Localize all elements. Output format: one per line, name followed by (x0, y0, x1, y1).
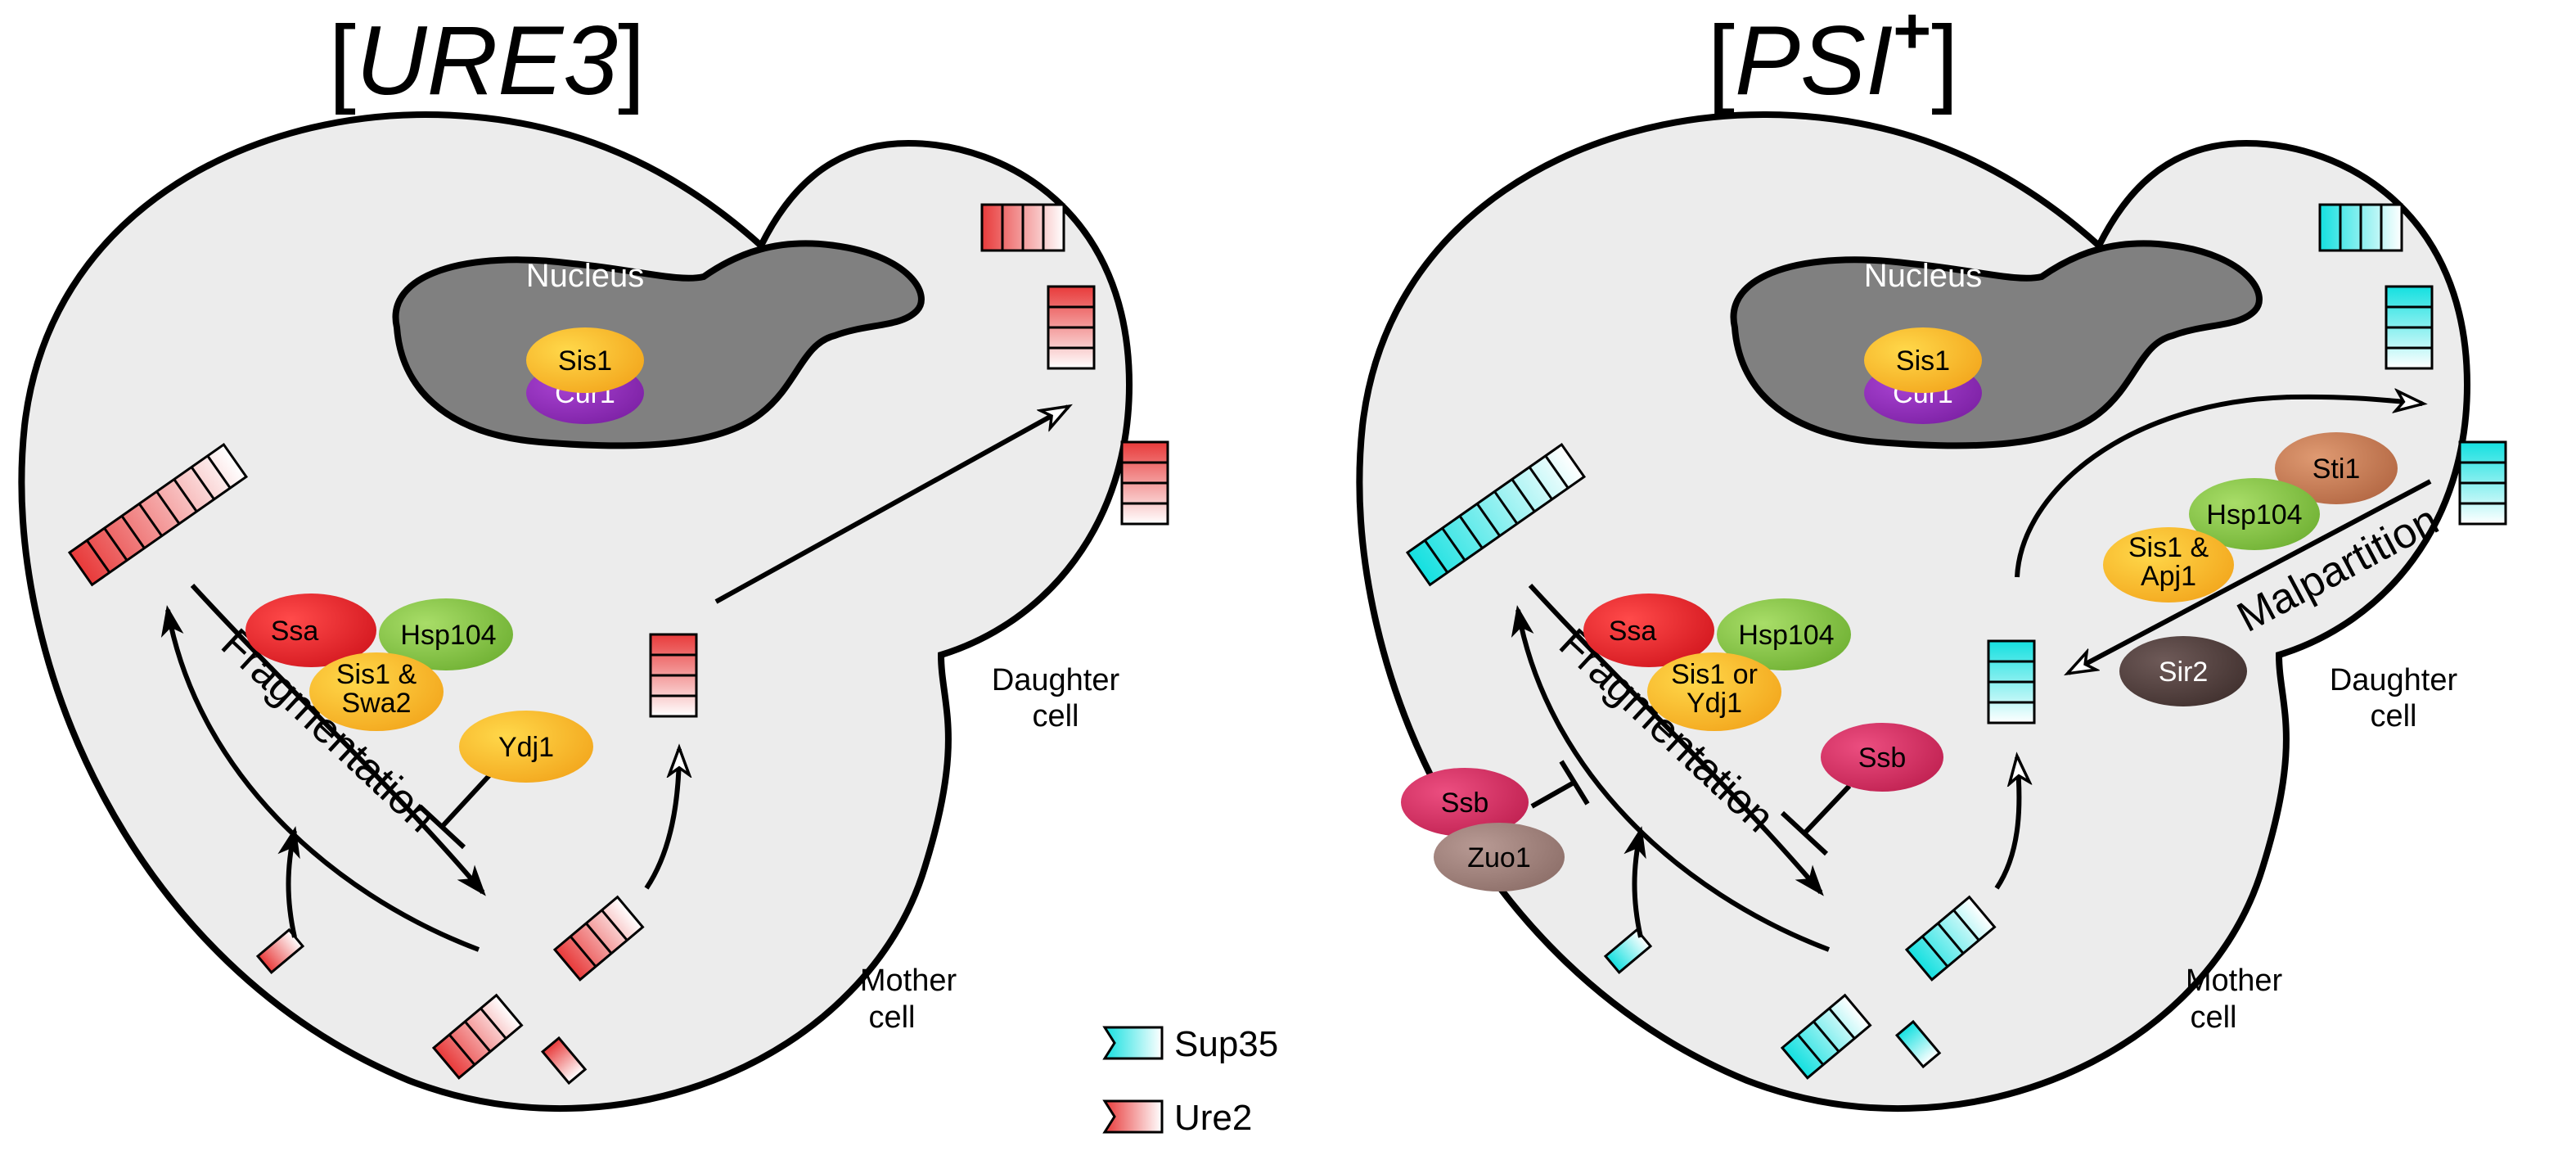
mother-cell-label-line1: Mother (860, 964, 957, 998)
sis1-protein (1864, 327, 1982, 393)
growth-arrow (1994, 757, 2019, 890)
panel-psi: [PSI+] Nucleus Cur1 Sis1 (1356, 0, 2507, 1113)
ure2-fibril-bud (649, 633, 698, 718)
legend-item-sup35: Sup35 (1102, 1024, 1278, 1064)
return-arrow (1511, 605, 1831, 952)
daughter-cell-label-line2: cell (1032, 699, 1079, 733)
mother-cell-label-line1: Mother (2186, 964, 2283, 998)
ure2-monomer-seed (255, 928, 305, 975)
sis1-apj1-label-line1: Sis1 & (2128, 532, 2209, 563)
seeding-arrow (1624, 826, 1646, 938)
ssb-label: Ssb (1858, 742, 1907, 774)
ssa-protein (245, 594, 376, 667)
cochaperone-label-line2: Ydj1 (1687, 688, 1742, 719)
hsp104-protein-2 (2189, 478, 2320, 550)
ssb-zuo1-inhibition (1530, 760, 1590, 809)
ssb-protein (1821, 723, 1943, 792)
sir2-label: Sir2 (2159, 657, 2208, 688)
ure2-fibril-icon (1102, 1099, 1164, 1134)
panel-ure3: [URE3] Nucleus Cur1 Sis1 (18, 6, 1169, 1113)
fragmentation-arrow (190, 583, 486, 896)
sup35-fibril-low (1780, 993, 1872, 1080)
sti1-label: Sti1 (2313, 454, 2361, 485)
ydj1-inhibition (417, 771, 493, 850)
sis1-label: Sis1 (1896, 345, 1950, 377)
ssa-label: Ssa (271, 616, 319, 647)
cochaperone-label-line1: Sis1 or (1671, 659, 1758, 690)
hsp104-protein (1717, 598, 1851, 670)
legend-label-ure2: Ure2 (1174, 1098, 1252, 1138)
ure2-fibril-daughter-1 (980, 203, 1065, 252)
legend-label-sup35: Sup35 (1174, 1024, 1278, 1064)
ure2-fibril-daughter-2 (1047, 285, 1096, 370)
zuo1-label: Zuo1 (1467, 842, 1531, 873)
zuo1-protein (1434, 823, 1565, 891)
sup35-fibril-large (1405, 442, 1587, 587)
malpartition-arrow (2069, 479, 2432, 673)
transmission-arrow (2015, 397, 2422, 578)
sup35-fragment (1894, 1019, 1942, 1069)
sup35-fibril-daughter-3 (2458, 440, 2507, 526)
transmission-arrow (714, 407, 1068, 604)
nucleus-label: Nucleus (1864, 258, 1983, 294)
cochaperone-label-line2: Swa2 (341, 688, 411, 719)
ure2-fibril-large (67, 442, 249, 587)
panel-title: [URE3] (329, 6, 646, 115)
sis1-ydj1-complex (1647, 652, 1781, 731)
legend: Sup35 Ure2 (1102, 1024, 1278, 1138)
sis1-swa2-complex (309, 652, 444, 731)
ssa-label: Ssa (1609, 616, 1657, 647)
sir2-protein (2119, 636, 2247, 706)
sup35-fibril-daughter-1 (2318, 203, 2403, 252)
legend-item-ure2: Ure2 (1102, 1098, 1252, 1138)
mother-cell-label-line2: cell (2190, 1000, 2236, 1035)
nucleus-label: Nucleus (526, 258, 645, 294)
sup35-fibril-daughter-2 (2385, 285, 2434, 370)
sup35-fibril-bud (1987, 639, 2036, 724)
ure2-fibril-low (431, 993, 524, 1080)
ssb-label: Ssb (1441, 788, 1489, 819)
ydj1-label: Ydj1 (498, 732, 554, 763)
growth-arrow (644, 749, 679, 890)
sti1-protein (2275, 432, 2398, 504)
cochaperone-label-line1: Sis1 & (336, 659, 417, 690)
mother-cell-label-line2: cell (868, 1000, 915, 1035)
sup35-fibril-icon (1102, 1026, 1164, 1060)
sis1-protein (526, 327, 644, 393)
daughter-cell-label-line1: Daughter (992, 663, 1120, 697)
sis1-apj1-complex (2103, 527, 2234, 603)
hsp104-label: Hsp104 (400, 620, 496, 651)
sup35-monomer-seed (1603, 928, 1653, 975)
ydj1-protein (459, 711, 593, 783)
daughter-cell-label-line2: cell (2370, 699, 2416, 733)
seeding-arrow (277, 826, 300, 938)
ssb-protein (1401, 768, 1529, 837)
sup35-fibril-mid (1904, 895, 1997, 982)
ssb-inhibition (1780, 783, 1852, 856)
daughter-cell-label-line1: Daughter (2330, 663, 2458, 697)
hsp104-protein (379, 598, 513, 670)
hsp104-label: Hsp104 (1738, 620, 1834, 651)
fragmentation-arrow (1528, 583, 1824, 896)
ure2-fibril-mid (552, 895, 645, 982)
sis1-apj1-label-line2: Apj1 (2141, 561, 2196, 592)
ssa-protein (1583, 594, 1714, 667)
ure2-fibril-daughter-3 (1120, 440, 1169, 526)
return-arrow (160, 605, 480, 952)
yeast-cell-outline (18, 111, 1133, 1113)
ure2-fragment (540, 1036, 588, 1086)
sis1-label: Sis1 (558, 345, 612, 377)
panel-title: [PSI+] (1708, 0, 1959, 115)
hsp104-label-2: Hsp104 (2206, 499, 2302, 530)
